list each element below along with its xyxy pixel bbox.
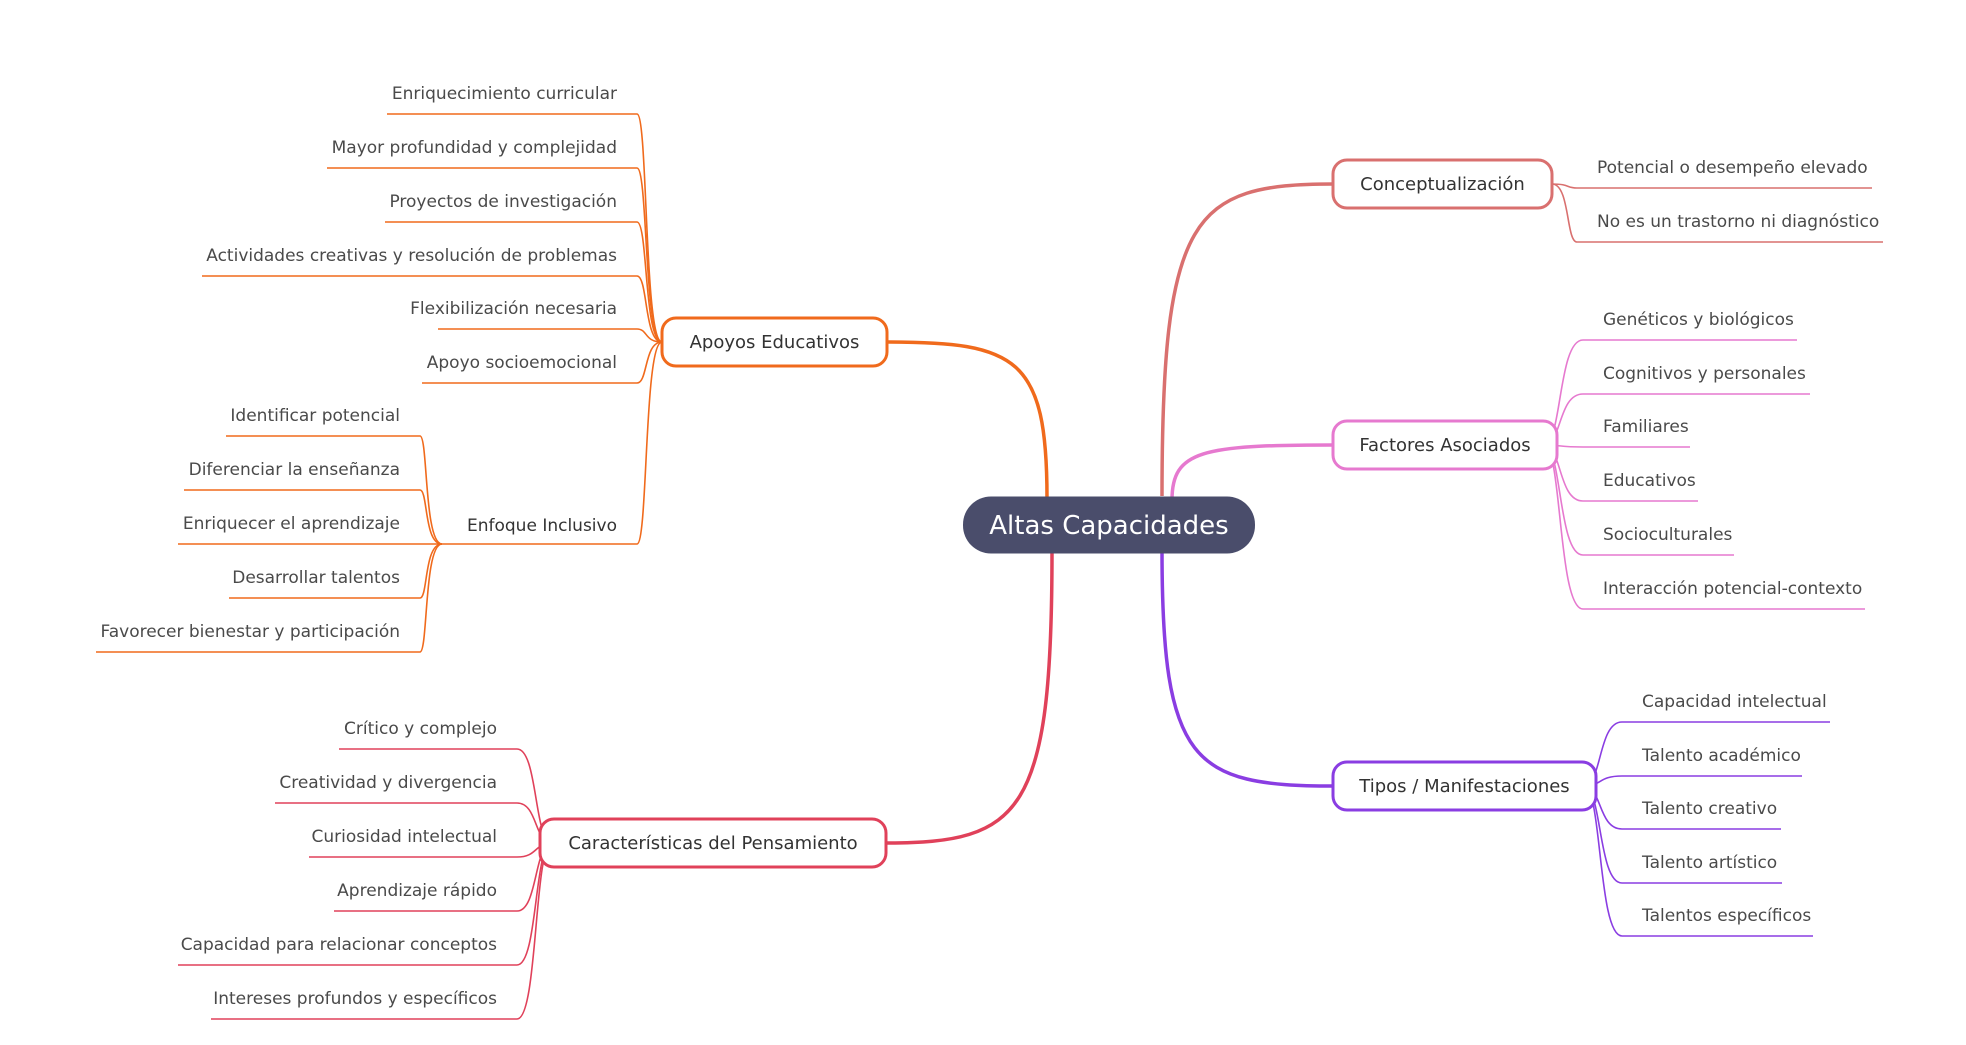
leaf-label: Diferenciar la enseñanza <box>189 460 400 480</box>
leaf-label: Cognitivos y personales <box>1603 364 1806 384</box>
leaf-label: Intereses profundos y específicos <box>213 989 497 1009</box>
leaf-connector <box>226 435 443 545</box>
leaf-connector <box>202 275 663 343</box>
leaf-label: Enriquecer el aprendizaje <box>183 514 400 534</box>
leaf-label: Flexibilización necesaria <box>410 299 617 319</box>
branch-connector-caracteristicas <box>885 551 1054 845</box>
subbranch-label-enfoque-inclusivo: Enfoque Inclusivo <box>467 516 617 536</box>
leaf-connector <box>422 341 663 384</box>
branch-connector-apoyos <box>886 340 1049 499</box>
leaf-connector <box>1551 183 1872 189</box>
leaf-connector <box>184 489 443 545</box>
leaf-label: Enriquecimiento curricular <box>392 84 617 104</box>
branch-label: Apoyos Educativos <box>690 332 860 353</box>
leaf-label: Talento académico <box>1641 746 1801 766</box>
leaf-connector <box>327 167 663 343</box>
branch-label: Tipos / Manifestaciones <box>1358 776 1569 797</box>
leaf-label: Interacción potencial-contexto <box>1603 579 1862 599</box>
central-topic-label: Altas Capacidades <box>989 511 1228 541</box>
leaf-label: Identificar potencial <box>230 406 400 426</box>
branch-box[interactable] <box>660 316 889 368</box>
leaf-label: Potencial o desempeño elevado <box>1597 158 1868 178</box>
branch-connector-tipos <box>1160 549 1334 788</box>
leaf-connector <box>387 113 663 343</box>
leaf-connector <box>1543 444 1690 448</box>
leaf-label: Apoyo socioemocional <box>427 353 617 373</box>
branch-tipos[interactable]: Tipos / Manifestaciones <box>1331 760 1598 812</box>
leaf-label: Mayor profundidad y complejidad <box>332 138 617 158</box>
leaf-label: Actividades creativas y resolución de pr… <box>206 246 617 266</box>
branch-label: Características del Pensamiento <box>568 833 857 854</box>
leaf-label: Talento artístico <box>1641 853 1777 873</box>
branch-box[interactable] <box>538 817 888 869</box>
leaf-label: Desarrollar talentos <box>232 568 400 588</box>
leaf-label: Familiares <box>1603 417 1689 437</box>
leaf-label: Curiosidad intelectual <box>312 827 497 847</box>
branch-label: Conceptualización <box>1360 174 1525 195</box>
branch-box[interactable] <box>1331 419 1559 471</box>
leaf-connector <box>1583 775 1802 787</box>
leaf-connector <box>438 328 663 343</box>
leaf-label: Creatividad y divergencia <box>279 773 497 793</box>
leaf-connector <box>1551 183 1883 243</box>
leaf-label: Capacidad intelectual <box>1642 692 1827 712</box>
branch-connector-conceptualizacion <box>1160 182 1334 497</box>
branch-apoyos[interactable]: Apoyos Educativos <box>660 316 889 368</box>
branch-label: Factores Asociados <box>1359 435 1530 456</box>
leaf-label: Favorecer bienestar y participación <box>101 622 400 642</box>
branch-caracteristicas[interactable]: Características del Pensamiento <box>538 817 888 869</box>
leaf-label: Aprendizaje rápido <box>337 881 497 901</box>
branch-factores[interactable]: Factores Asociados <box>1331 419 1559 471</box>
subbranch-connector <box>442 341 663 545</box>
central-topic-box[interactable] <box>963 496 1255 554</box>
leaf-label: Educativos <box>1603 471 1696 491</box>
mind-map-nodes: Altas Capacidades Conceptualización Potenc… <box>101 84 1880 1009</box>
branch-box[interactable] <box>1331 158 1554 210</box>
leaf-connector <box>229 543 443 599</box>
leaf-connector <box>96 543 443 653</box>
central-topic[interactable]: Altas Capacidades <box>963 496 1255 554</box>
leaf-connector <box>385 221 663 343</box>
branch-conceptualizacion[interactable]: Conceptualización <box>1331 158 1554 210</box>
leaf-label: Capacidad para relacionar conceptos <box>181 935 497 955</box>
leaf-label: Proyectos de investigación <box>389 192 617 212</box>
leaf-label: Crítico y complejo <box>344 719 497 739</box>
branch-box[interactable] <box>1331 760 1598 812</box>
leaf-label: Socioculturales <box>1603 525 1733 545</box>
leaf-label: No es un trastorno ni diagnóstico <box>1597 212 1879 232</box>
leaf-label: Talento creativo <box>1641 799 1777 819</box>
leaf-label: Talentos específicos <box>1641 906 1811 926</box>
branch-connector-factores <box>1170 443 1334 501</box>
leaf-label: Genéticos y biológicos <box>1603 310 1794 330</box>
